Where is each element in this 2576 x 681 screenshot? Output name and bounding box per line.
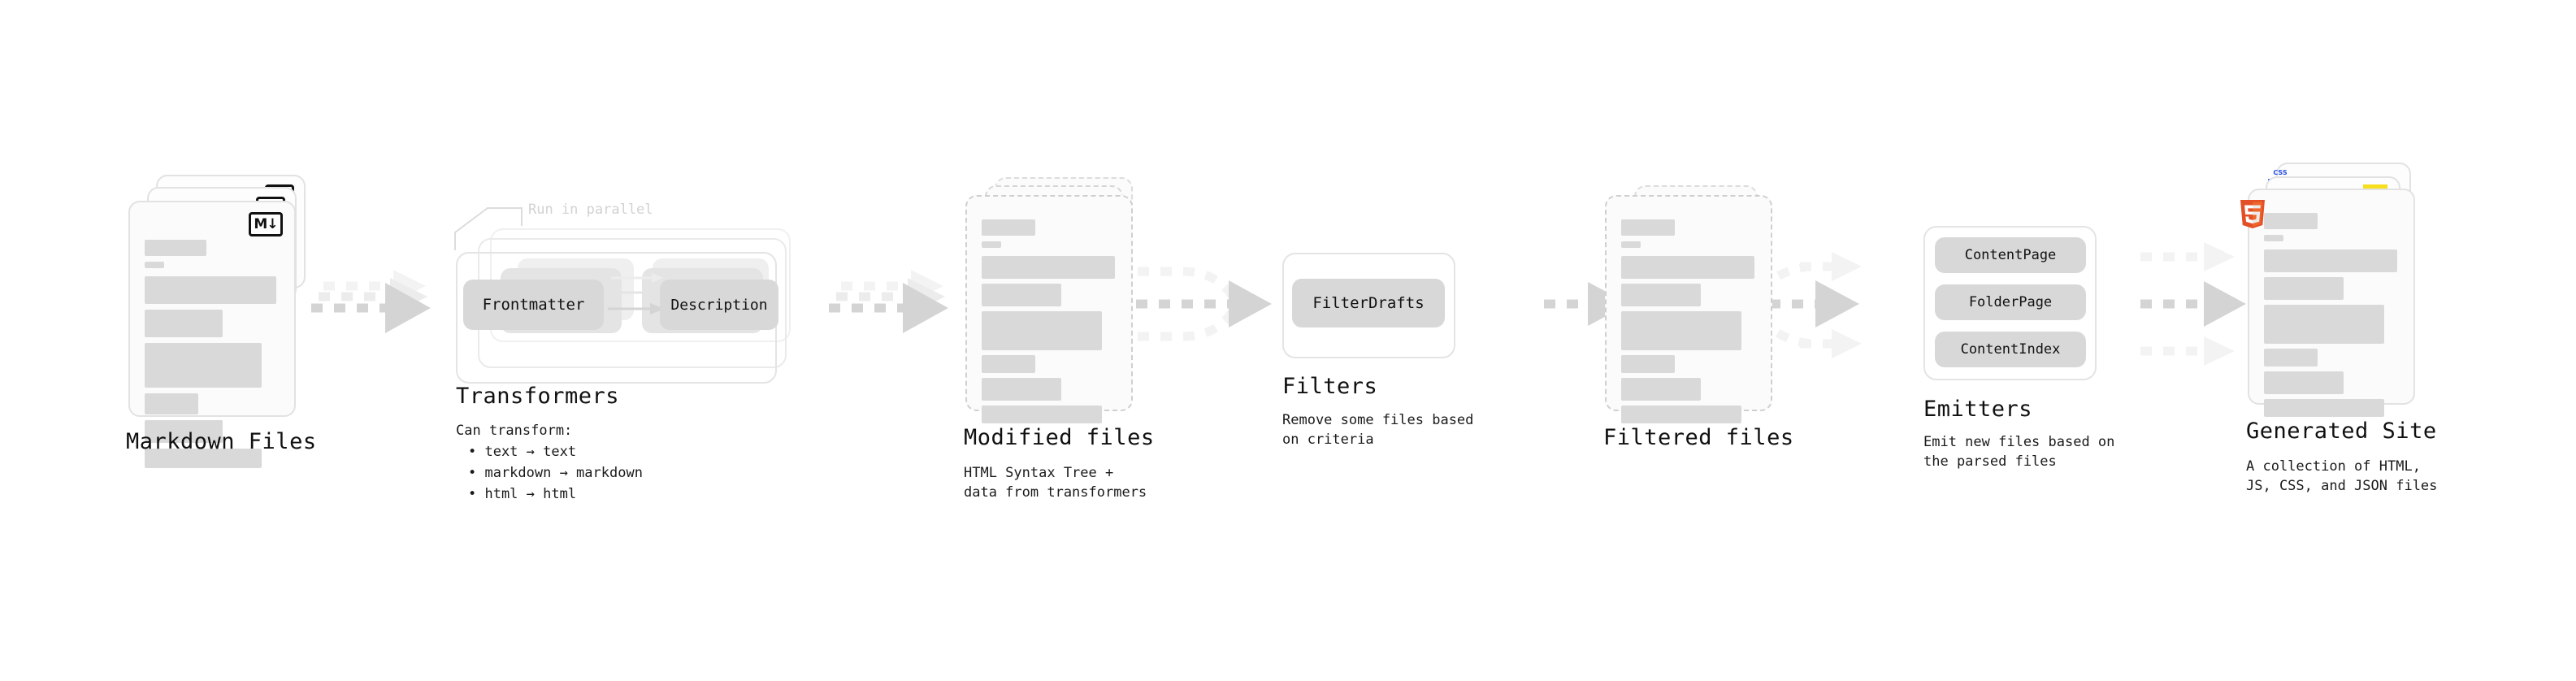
content-bar <box>2264 399 2384 417</box>
transformers-bullet-2: • html → html <box>468 486 577 502</box>
content-bar <box>2264 305 2384 344</box>
content-bar <box>982 241 1001 248</box>
content-bar <box>2264 277 2344 300</box>
filter-pill-filterdrafts[interactable]: FilterDrafts <box>1292 279 1445 327</box>
content-bar <box>2264 349 2318 367</box>
content-bar <box>145 420 223 443</box>
content-bar <box>2264 249 2397 272</box>
run-in-parallel-bracket-icon <box>454 207 523 250</box>
stage-title-emitters: Emitters <box>1923 397 2033 422</box>
emitter-pill-contentindex[interactable]: ContentIndex <box>1935 332 2086 367</box>
transformer-pill-description[interactable]: Description <box>660 280 778 330</box>
stage-title-modified-files: Modified files <box>964 425 1155 450</box>
stage-title-generated-site: Generated Site <box>2246 419 2437 444</box>
stage-title-filters: Filters <box>1282 374 1378 399</box>
markdown-file-card-front[interactable]: M↓ <box>128 201 296 468</box>
generated-site-subtitle: A collection of HTML, JS, CSS, and JSON … <box>2246 458 2438 494</box>
arrow-modified-to-filters <box>1136 267 1272 341</box>
html5-logo-icon <box>2238 198 2267 231</box>
arrow-markdown-to-transformers <box>311 270 431 333</box>
content-bar <box>145 240 206 256</box>
stage-title-filtered-files: Filtered files <box>1603 425 1794 450</box>
transformers-subtitle: Can transform: <box>456 423 573 439</box>
content-bar <box>145 393 198 414</box>
emitters-subtitle: Emit new files based on the parsed files <box>1923 434 2115 470</box>
content-bar <box>982 406 1102 423</box>
stage-title-transformers: Transformers <box>456 384 620 409</box>
generated-site-card-front[interactable] <box>2240 189 2415 417</box>
filters-subtitle: Remove some files based on criteria <box>1282 412 1474 448</box>
content-bar <box>982 256 1115 279</box>
filtered-file-card-front[interactable] <box>1605 195 1772 423</box>
content-bar <box>1621 355 1675 373</box>
content-bar <box>1621 256 1754 279</box>
run-in-parallel-hint: Run in parallel <box>528 202 653 218</box>
content-bar <box>1621 241 1641 248</box>
emitters-group-box <box>1923 226 2097 380</box>
modified-file-card-front[interactable] <box>965 195 1133 423</box>
arrow-transformers-to-modified <box>829 270 948 333</box>
content-bar <box>2264 371 2344 394</box>
emitter-pill-contentpage[interactable]: ContentPage <box>1935 237 2086 273</box>
content-bar <box>2264 235 2283 241</box>
content-bar <box>2264 213 2318 229</box>
content-bar <box>145 262 164 268</box>
content-bar <box>982 355 1035 373</box>
content-bar <box>982 378 1061 401</box>
transformers-bullet-0: • text → text <box>468 444 577 460</box>
content-bar <box>982 284 1061 306</box>
content-bar <box>145 310 223 337</box>
css3-logo-label: CSS <box>2273 169 2288 176</box>
transformer-inner-arrows <box>608 273 665 314</box>
content-bar <box>982 219 1035 236</box>
arrow-emitters-to-site <box>2140 242 2246 366</box>
content-bar <box>1621 311 1741 350</box>
content-bar <box>1621 378 1701 401</box>
content-bar <box>1621 219 1675 236</box>
content-bar <box>1621 284 1701 306</box>
transformer-pill-frontmatter[interactable]: Frontmatter <box>463 280 604 330</box>
emitter-pill-folderpage[interactable]: FolderPage <box>1935 284 2086 320</box>
content-bar <box>1621 406 1741 423</box>
content-bar <box>145 276 276 304</box>
transformers-bullet-1: • markdown → markdown <box>468 465 643 481</box>
modified-files-subtitle: HTML Syntax Tree + data from transformer… <box>964 465 1147 501</box>
content-bar <box>145 343 262 388</box>
markdown-logo-icon: M↓ <box>249 212 283 236</box>
filters-group-box <box>1282 253 1455 358</box>
content-bar <box>982 311 1102 350</box>
content-bar <box>145 449 262 468</box>
stage-title-markdown-files: Markdown Files <box>126 429 317 454</box>
